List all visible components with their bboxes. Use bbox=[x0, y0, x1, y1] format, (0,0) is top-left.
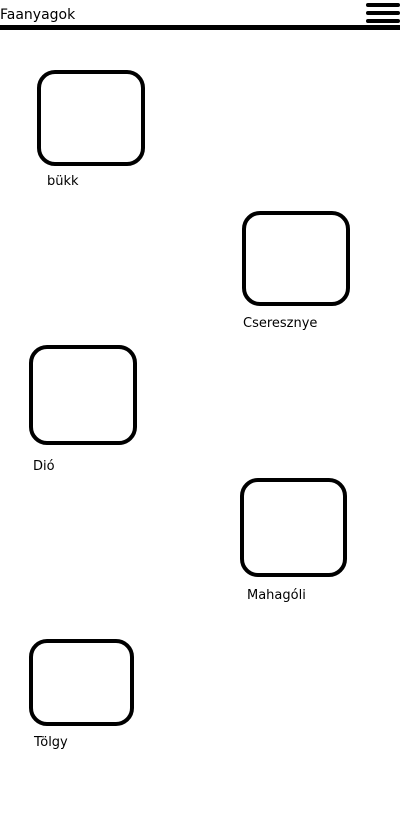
wood-item-label: Dió bbox=[33, 459, 55, 474]
wood-item-thumbnail[interactable] bbox=[37, 70, 145, 166]
wood-item-tolgy[interactable]: Tölgy bbox=[29, 639, 139, 754]
wood-item-label: Cseresznye bbox=[243, 316, 318, 331]
wood-item-thumbnail[interactable] bbox=[240, 478, 347, 577]
menu-bar-middle bbox=[366, 11, 400, 15]
page-title: Faanyagok bbox=[0, 7, 76, 23]
wood-item-cseresznye[interactable]: Cseresznye bbox=[242, 211, 352, 336]
wood-item-thumbnail[interactable] bbox=[29, 345, 137, 445]
wood-item-label: Mahagóli bbox=[247, 588, 306, 603]
wood-item-dio[interactable]: Dió bbox=[29, 345, 139, 480]
wood-item-bukk[interactable]: bükk bbox=[37, 70, 147, 195]
menu-bar-top bbox=[366, 3, 400, 7]
wood-item-label: Tölgy bbox=[34, 735, 68, 750]
wood-item-thumbnail[interactable] bbox=[29, 639, 134, 726]
wood-item-mahagoli[interactable]: Mahagóli bbox=[240, 478, 350, 608]
header-divider bbox=[0, 25, 400, 30]
wood-item-label: bükk bbox=[47, 174, 79, 189]
app-header: Faanyagok bbox=[0, 0, 400, 30]
hamburger-menu-icon[interactable] bbox=[366, 3, 400, 23]
menu-bar-bottom bbox=[366, 19, 400, 23]
wood-item-thumbnail[interactable] bbox=[242, 211, 350, 306]
